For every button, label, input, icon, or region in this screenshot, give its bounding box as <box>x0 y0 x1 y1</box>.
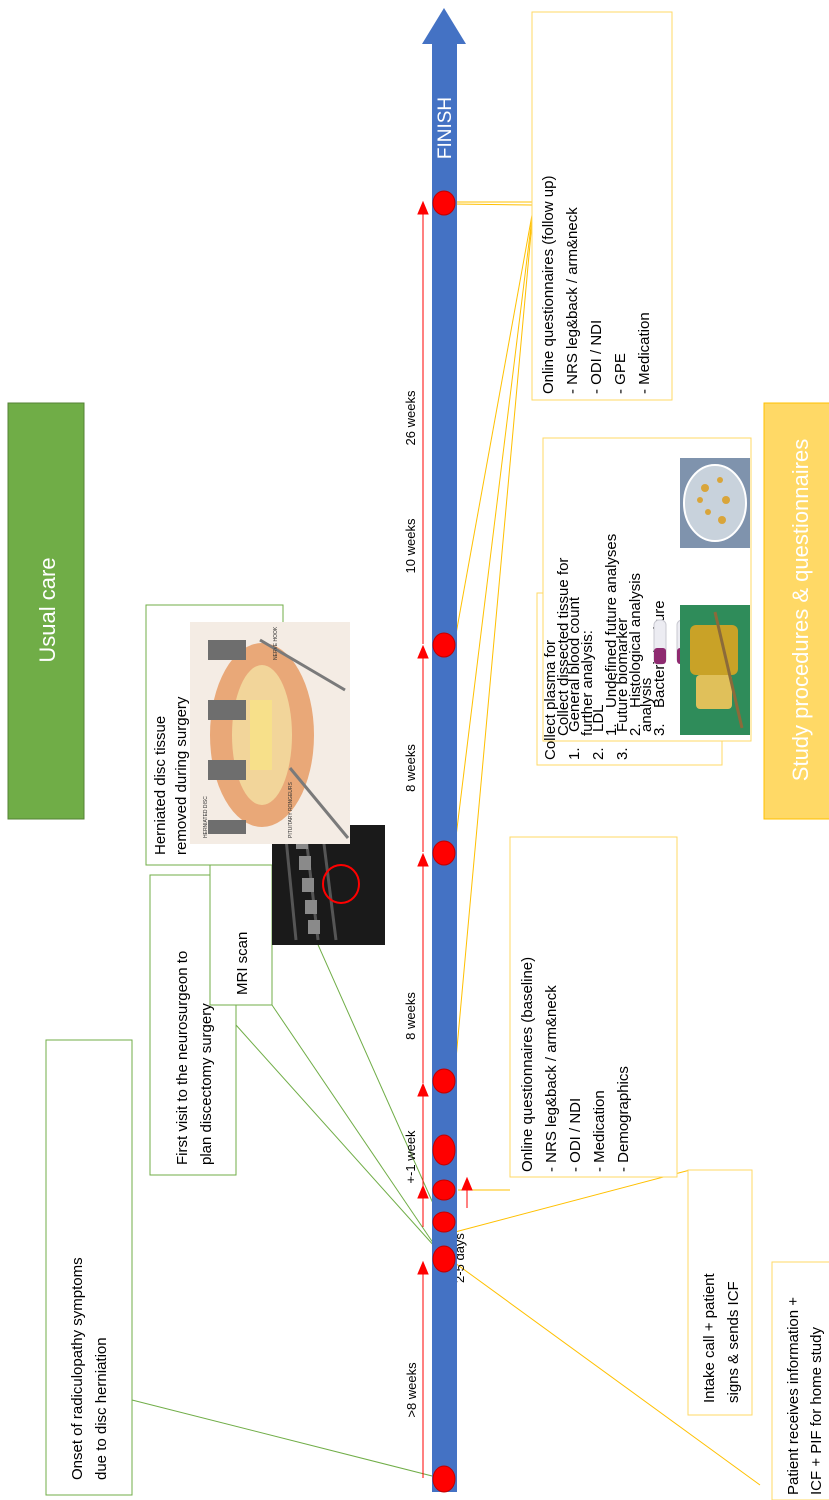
followup-text: - Medication <box>636 312 653 394</box>
tissue-text: Histological analysis <box>627 573 644 708</box>
herniated-text: removed during surgery <box>173 696 190 855</box>
event-dot <box>432 190 456 216</box>
followup-text: - GPE <box>612 353 629 394</box>
baseline-text: - ODI / NDI <box>567 1098 584 1172</box>
plasma-text: analysis <box>638 678 655 732</box>
interval-label: 10 weeks <box>403 518 418 573</box>
intake-text: Intake call + patient <box>701 1272 718 1403</box>
baseline-text: - Demographics <box>615 1066 632 1172</box>
interval-label: +-1 week <box>403 1130 418 1184</box>
mri-text: MRI scan <box>234 932 251 995</box>
surgery-label: PITUITARY RONGEURS <box>288 781 294 838</box>
petri-dish-image <box>680 458 750 548</box>
interval-label: 8 weeks <box>403 744 418 792</box>
event-dot <box>432 1465 456 1493</box>
event-dot <box>432 840 456 866</box>
event-dot <box>432 1068 456 1094</box>
study-header: Study procedures & questionnaires <box>788 439 813 781</box>
surgery-image: NERVE HOOK HERNIATED DISC PITUITARY RONG… <box>190 622 350 844</box>
tissue-text: Collect dissected tissue for <box>555 558 572 736</box>
tissue-text: further analysis: <box>579 630 596 736</box>
tissue-container-image <box>680 605 750 735</box>
plasma-text: General blood count <box>566 596 583 732</box>
tissue-marker: 1. <box>603 723 620 736</box>
event-dot <box>432 632 456 658</box>
usual-care-header-box <box>7 402 85 820</box>
onset-text: due to disc herniation <box>93 1337 110 1480</box>
study-header-box <box>763 402 829 820</box>
onset-text: Onset of radiculopathy symptoms <box>69 1257 86 1480</box>
event-dot <box>432 1179 456 1201</box>
intake-box <box>687 1169 753 1416</box>
plasma-text: Future biomarker <box>614 618 631 732</box>
followup-text: Online questionnaires (follow up) <box>540 176 557 394</box>
followup-text: - ODI / NDI <box>588 320 605 394</box>
intake-text: signs & sends ICF <box>725 1281 742 1403</box>
timeline-axis <box>432 42 457 1492</box>
baseline-box <box>509 836 678 1178</box>
interval-label: 8 weeks <box>403 992 418 1040</box>
plasma-marker: 1. <box>566 747 583 760</box>
finish-label: FINISH <box>435 97 456 159</box>
plasma-text: LDL <box>590 704 607 732</box>
usual-care-header: Usual care <box>35 557 60 662</box>
tissue-marker: 3. <box>651 723 668 736</box>
herniated-text: Herniated disc tissue <box>152 716 169 855</box>
yellow-connectors <box>453 201 761 1486</box>
plasma-marker: 2. <box>590 747 607 760</box>
patient-info-box <box>771 1261 829 1500</box>
first-visit-text: plan discectomy surgery <box>198 1003 215 1165</box>
surgery-label: HERNIATED DISC <box>203 796 209 838</box>
event-dot <box>432 1134 456 1166</box>
baseline-text: - Medication <box>591 1090 608 1172</box>
mri-image <box>272 825 385 945</box>
interval-label: 26 weeks <box>403 390 418 445</box>
patient-info-text: ICF + PIF for home study <box>808 1327 825 1495</box>
event-dots <box>432 190 456 1493</box>
timeline-arrowhead <box>422 8 466 44</box>
mri-highlight-circle <box>322 864 360 904</box>
first-visit-text: First visit to the neurosurgeon to <box>174 951 191 1165</box>
interval-arrows <box>417 200 473 1478</box>
blood-tube <box>653 619 667 665</box>
event-dot <box>432 1245 456 1273</box>
plasma-marker: 3. <box>614 747 631 760</box>
event-dot <box>432 1211 456 1233</box>
tissue-text: Undefined future analyses <box>603 534 620 708</box>
interval-label: >8 weeks <box>404 1362 419 1418</box>
followup-box <box>531 11 673 401</box>
patient-info-text: Patient receives information + <box>785 1297 802 1495</box>
plasma-text: Collect plasma for <box>542 640 559 760</box>
onset-box <box>45 1039 133 1496</box>
tissue-marker: 2. <box>627 723 644 736</box>
baseline-text: - NRS leg&back / arm&neck <box>543 985 560 1172</box>
followup-text: - NRS leg&back / arm&neck <box>564 207 581 394</box>
baseline-text: Online questionnaires (baseline) <box>519 957 536 1172</box>
surgery-label: NERVE HOOK <box>273 626 279 660</box>
